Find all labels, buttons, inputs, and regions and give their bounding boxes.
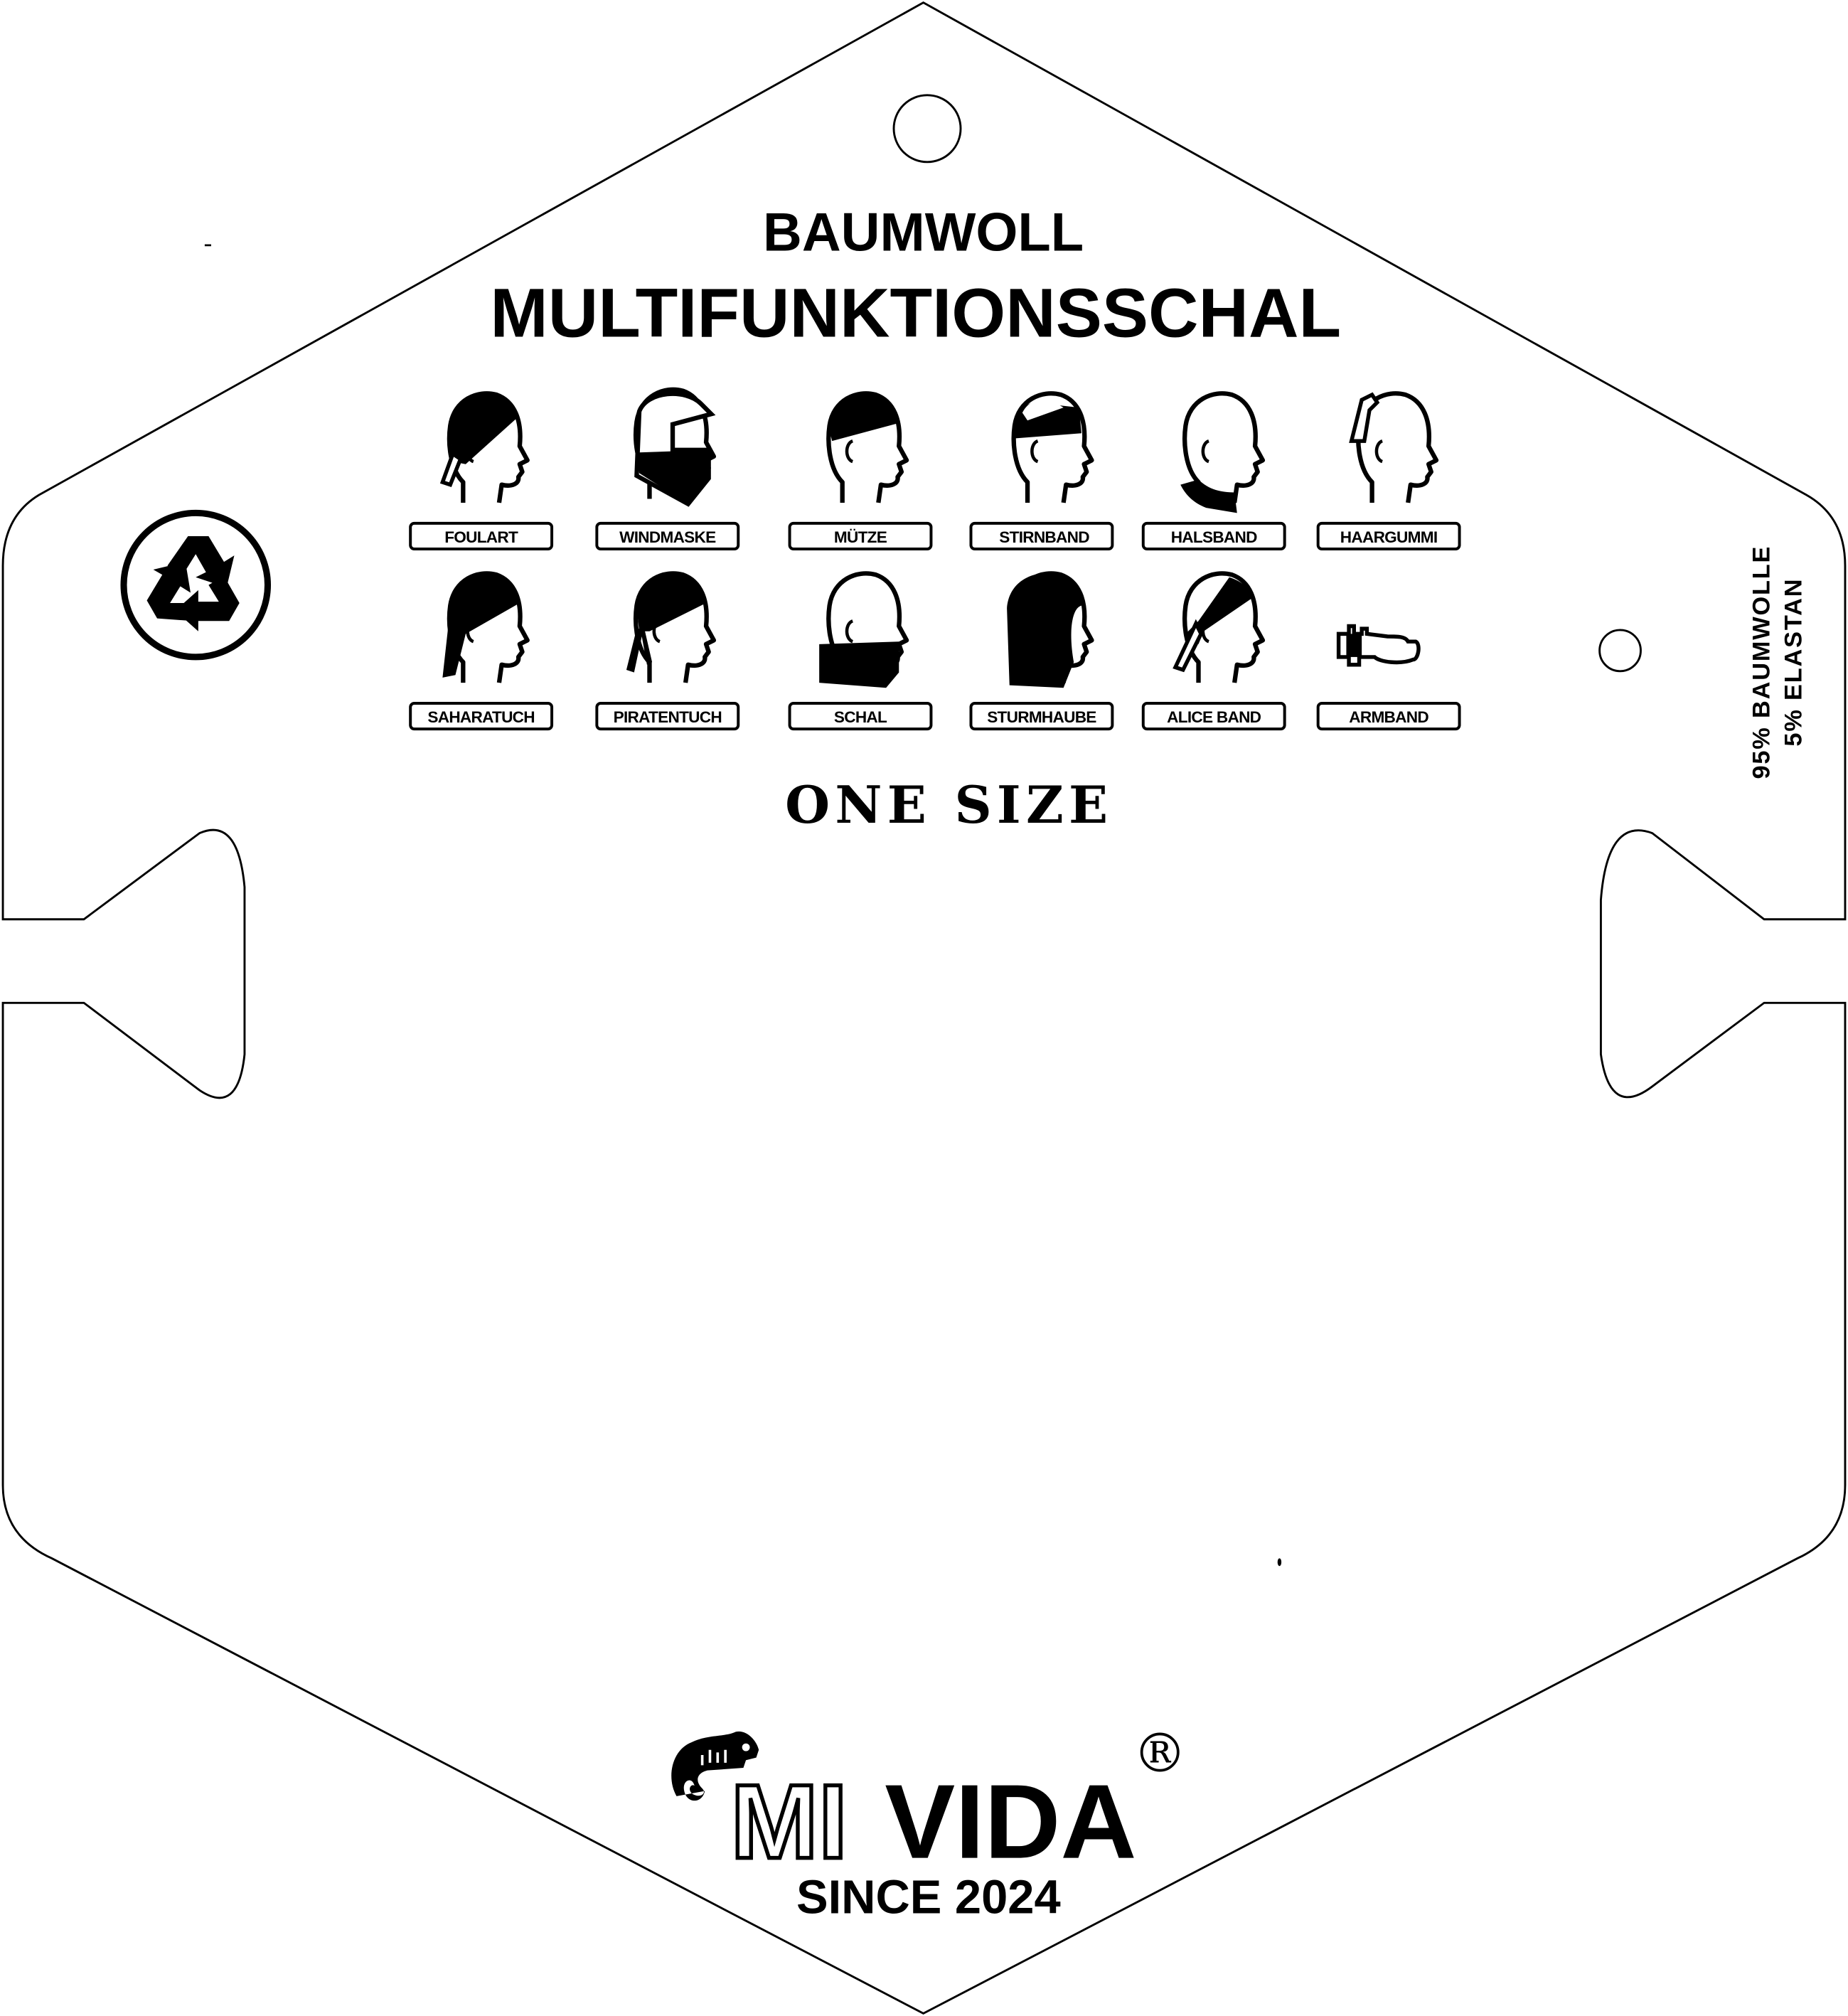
schal-icon [819, 573, 907, 688]
piratentuch-icon [626, 573, 714, 683]
brand-since: SINCE 2024 [796, 1870, 1061, 1924]
svg-text:ARMBAND: ARMBAND [1349, 708, 1428, 726]
style-label-foulart: FOULART [409, 521, 554, 551]
style-label-muetze: MÜTZE [788, 521, 933, 551]
style-label-sturmhaube: STURMHAUBE [969, 702, 1114, 731]
svg-text:SAHARATUCH: SAHARATUCH [427, 708, 535, 726]
alice-band-icon [1173, 573, 1263, 683]
svg-text:ALICE BAND: ALICE BAND [1167, 708, 1261, 726]
title-line1: BAUMWOLL [763, 203, 1084, 263]
armband-icon [1336, 624, 1421, 667]
style-label-alice-band: ALICE BAND [1141, 702, 1286, 731]
svg-text:PIRATENTUCH: PIRATENTUCH [614, 708, 722, 726]
saharatuch-icon [442, 573, 527, 683]
brand-name-solid: VIDA [885, 1764, 1136, 1881]
halsband-icon [1180, 393, 1263, 513]
title-line2: MULTIFUNKTIONSSCHAL [490, 274, 1341, 352]
print-mark [204, 244, 211, 247]
svg-text:HAARGUMMI: HAARGUMMI [1340, 528, 1438, 546]
svg-text:MÜTZE: MÜTZE [834, 528, 887, 546]
slot [0, 920, 4, 1002]
material-line1: 95% BAUMWOLLE [1748, 545, 1775, 779]
svg-text:STURMHAUBE: STURMHAUBE [987, 708, 1096, 726]
style-label-halsband: HALSBAND [1141, 521, 1286, 551]
style-label-windmaske: WINDMASKE [595, 521, 740, 551]
svg-text:STIRNBAND: STIRNBAND [999, 528, 1089, 546]
svg-text:HALSBAND: HALSBAND [1171, 528, 1257, 546]
foulart-icon [439, 393, 527, 503]
haargummi-icon [1349, 393, 1436, 503]
svg-text:SCHAL: SCHAL [834, 708, 887, 726]
windmaske-icon [636, 390, 714, 507]
brand-name-outline: MI [730, 1764, 848, 1881]
style-label-haargummi: HAARGUMMI [1316, 521, 1461, 551]
svg-text:WINDMASKE: WINDMASKE [619, 528, 716, 546]
style-label-stirnband: STIRNBAND [969, 521, 1114, 551]
style-label-schal: SCHAL [788, 702, 933, 731]
print-mark [1277, 1558, 1282, 1567]
stirnband-icon [1014, 393, 1092, 503]
style-label-piratentuch: PIRATENTUCH [595, 702, 740, 731]
material-line2: 5% ELASTAN [1780, 578, 1807, 747]
sturmhaube-icon [1007, 573, 1091, 688]
svg-text:FOULART: FOULART [444, 528, 518, 546]
registered-mark: ® [1133, 1722, 1187, 1784]
recycle-icon [120, 509, 272, 661]
style-label-armband: ARMBAND [1316, 702, 1461, 731]
size-label: ONE SIZE [785, 775, 1113, 836]
muetze-icon [828, 393, 907, 503]
hang-hole-right [1598, 629, 1642, 673]
hang-hole-top [892, 94, 962, 164]
style-label-saharatuch: SAHARATUCH [409, 702, 554, 731]
chameleon-logo-icon [671, 1731, 759, 1801]
